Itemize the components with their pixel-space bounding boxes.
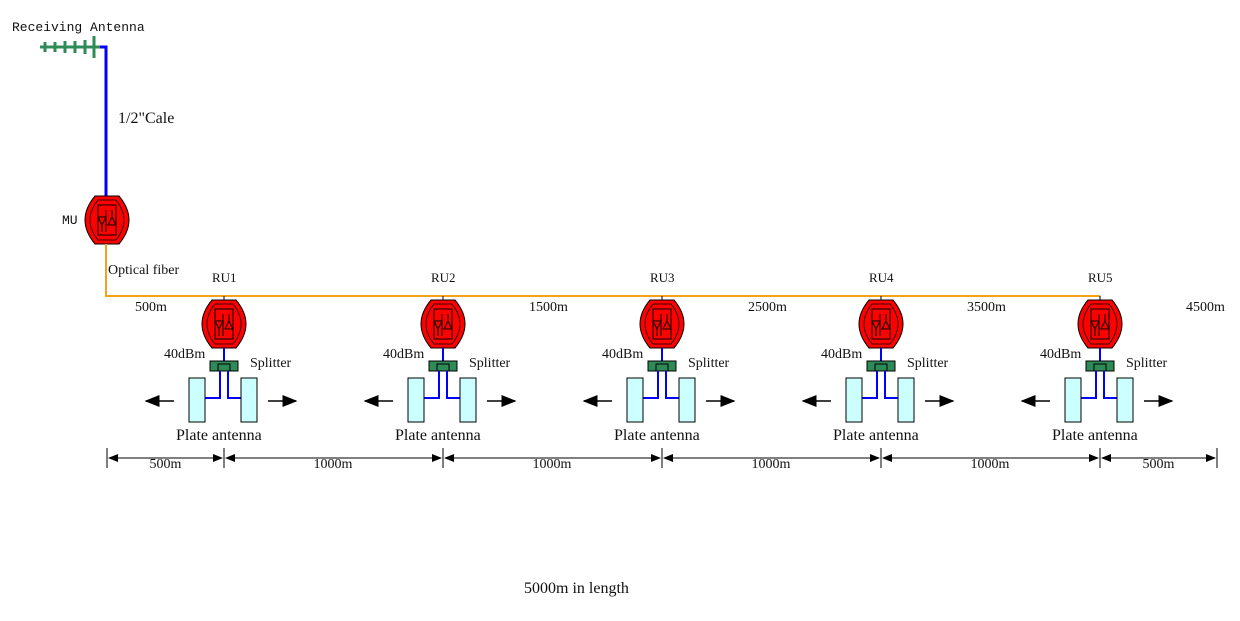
- dimension-label: 500m: [149, 457, 182, 472]
- remote-unit-icon: [420, 299, 466, 349]
- splitter-icon: [428, 360, 458, 372]
- splitter-label: Splitter: [250, 356, 292, 371]
- remote-unit-icon: [858, 299, 904, 349]
- plate-antenna-icon: [678, 377, 696, 423]
- plate-antenna-icon: [845, 377, 863, 423]
- splitter-label: Splitter: [688, 356, 730, 371]
- ru-name-label: RU1: [212, 270, 237, 285]
- dimension-label: 1000m: [751, 457, 791, 472]
- ru-name-label: RU4: [869, 270, 894, 285]
- plate-antenna-label: Plate antenna: [1052, 427, 1138, 444]
- remote-unit-5: [1020, 296, 1174, 468]
- optical-fiber-line: [105, 244, 1100, 297]
- remote-unit-icon: [1077, 299, 1123, 349]
- plate-antenna-icon: [240, 377, 258, 423]
- cable-label: 1/2"Cale: [118, 110, 175, 127]
- fiber-distance-label: 3500m: [967, 300, 1006, 315]
- dimension-label: 1000m: [970, 457, 1010, 472]
- plate-antenna-label: Plate antenna: [395, 427, 481, 444]
- remote-unit-2: [363, 296, 517, 468]
- fiber-distance-label: 1500m: [529, 300, 568, 315]
- remote-unit-4: [801, 296, 955, 468]
- master-unit-icon: [84, 195, 130, 245]
- optical-fiber-label: Optical fiber: [108, 263, 180, 278]
- remote-unit-3: [582, 296, 736, 468]
- splitter-label: Splitter: [469, 356, 511, 371]
- splitter-icon: [209, 360, 239, 372]
- plate-antenna-icon: [1116, 377, 1134, 423]
- remote-unit-icon: [639, 299, 685, 349]
- coax-cable: [100, 45, 108, 196]
- plate-antenna-icon: [897, 377, 915, 423]
- power-label: 40dBm: [164, 347, 206, 362]
- dimension-label: 1000m: [313, 457, 353, 472]
- plate-antenna-icon: [188, 377, 206, 423]
- power-label: 40dBm: [821, 347, 863, 362]
- splitter-label: Splitter: [907, 356, 949, 371]
- splitter-icon: [866, 360, 896, 372]
- dimension-label: 1000m: [532, 457, 572, 472]
- plate-antenna-icon: [407, 377, 425, 423]
- plate-antenna-icon: [626, 377, 644, 423]
- dimension-label: 500m: [1142, 457, 1175, 472]
- fiber-distance-label: 4500m: [1186, 300, 1225, 315]
- power-label: 40dBm: [1040, 347, 1082, 362]
- dimension-line: [106, 448, 1218, 468]
- remote-unit-icon: [201, 299, 247, 349]
- total-length-label: 5000m in length: [524, 580, 629, 597]
- power-label: 40dBm: [383, 347, 425, 362]
- plate-antenna-icon: [459, 377, 477, 423]
- plate-antenna-label: Plate antenna: [614, 427, 700, 444]
- splitter-icon: [1085, 360, 1115, 372]
- remote-unit-1: [144, 296, 298, 468]
- plate-antenna-label: Plate antenna: [176, 427, 262, 444]
- ru-name-label: RU2: [431, 270, 456, 285]
- receiving-antenna-icon: [40, 36, 106, 58]
- fiber-distance-label: 2500m: [748, 300, 787, 315]
- receiving-antenna-label: Receiving Antenna: [12, 20, 145, 35]
- splitter-label: Splitter: [1126, 356, 1168, 371]
- power-label: 40dBm: [602, 347, 644, 362]
- ru-name-label: RU5: [1088, 270, 1113, 285]
- mu-label: MU: [62, 213, 78, 228]
- plate-antenna-label: Plate antenna: [833, 427, 919, 444]
- splitter-icon: [647, 360, 677, 372]
- fiber-distance-label: 500m: [135, 300, 167, 315]
- ru-name-label: RU3: [650, 270, 675, 285]
- plate-antenna-icon: [1064, 377, 1082, 423]
